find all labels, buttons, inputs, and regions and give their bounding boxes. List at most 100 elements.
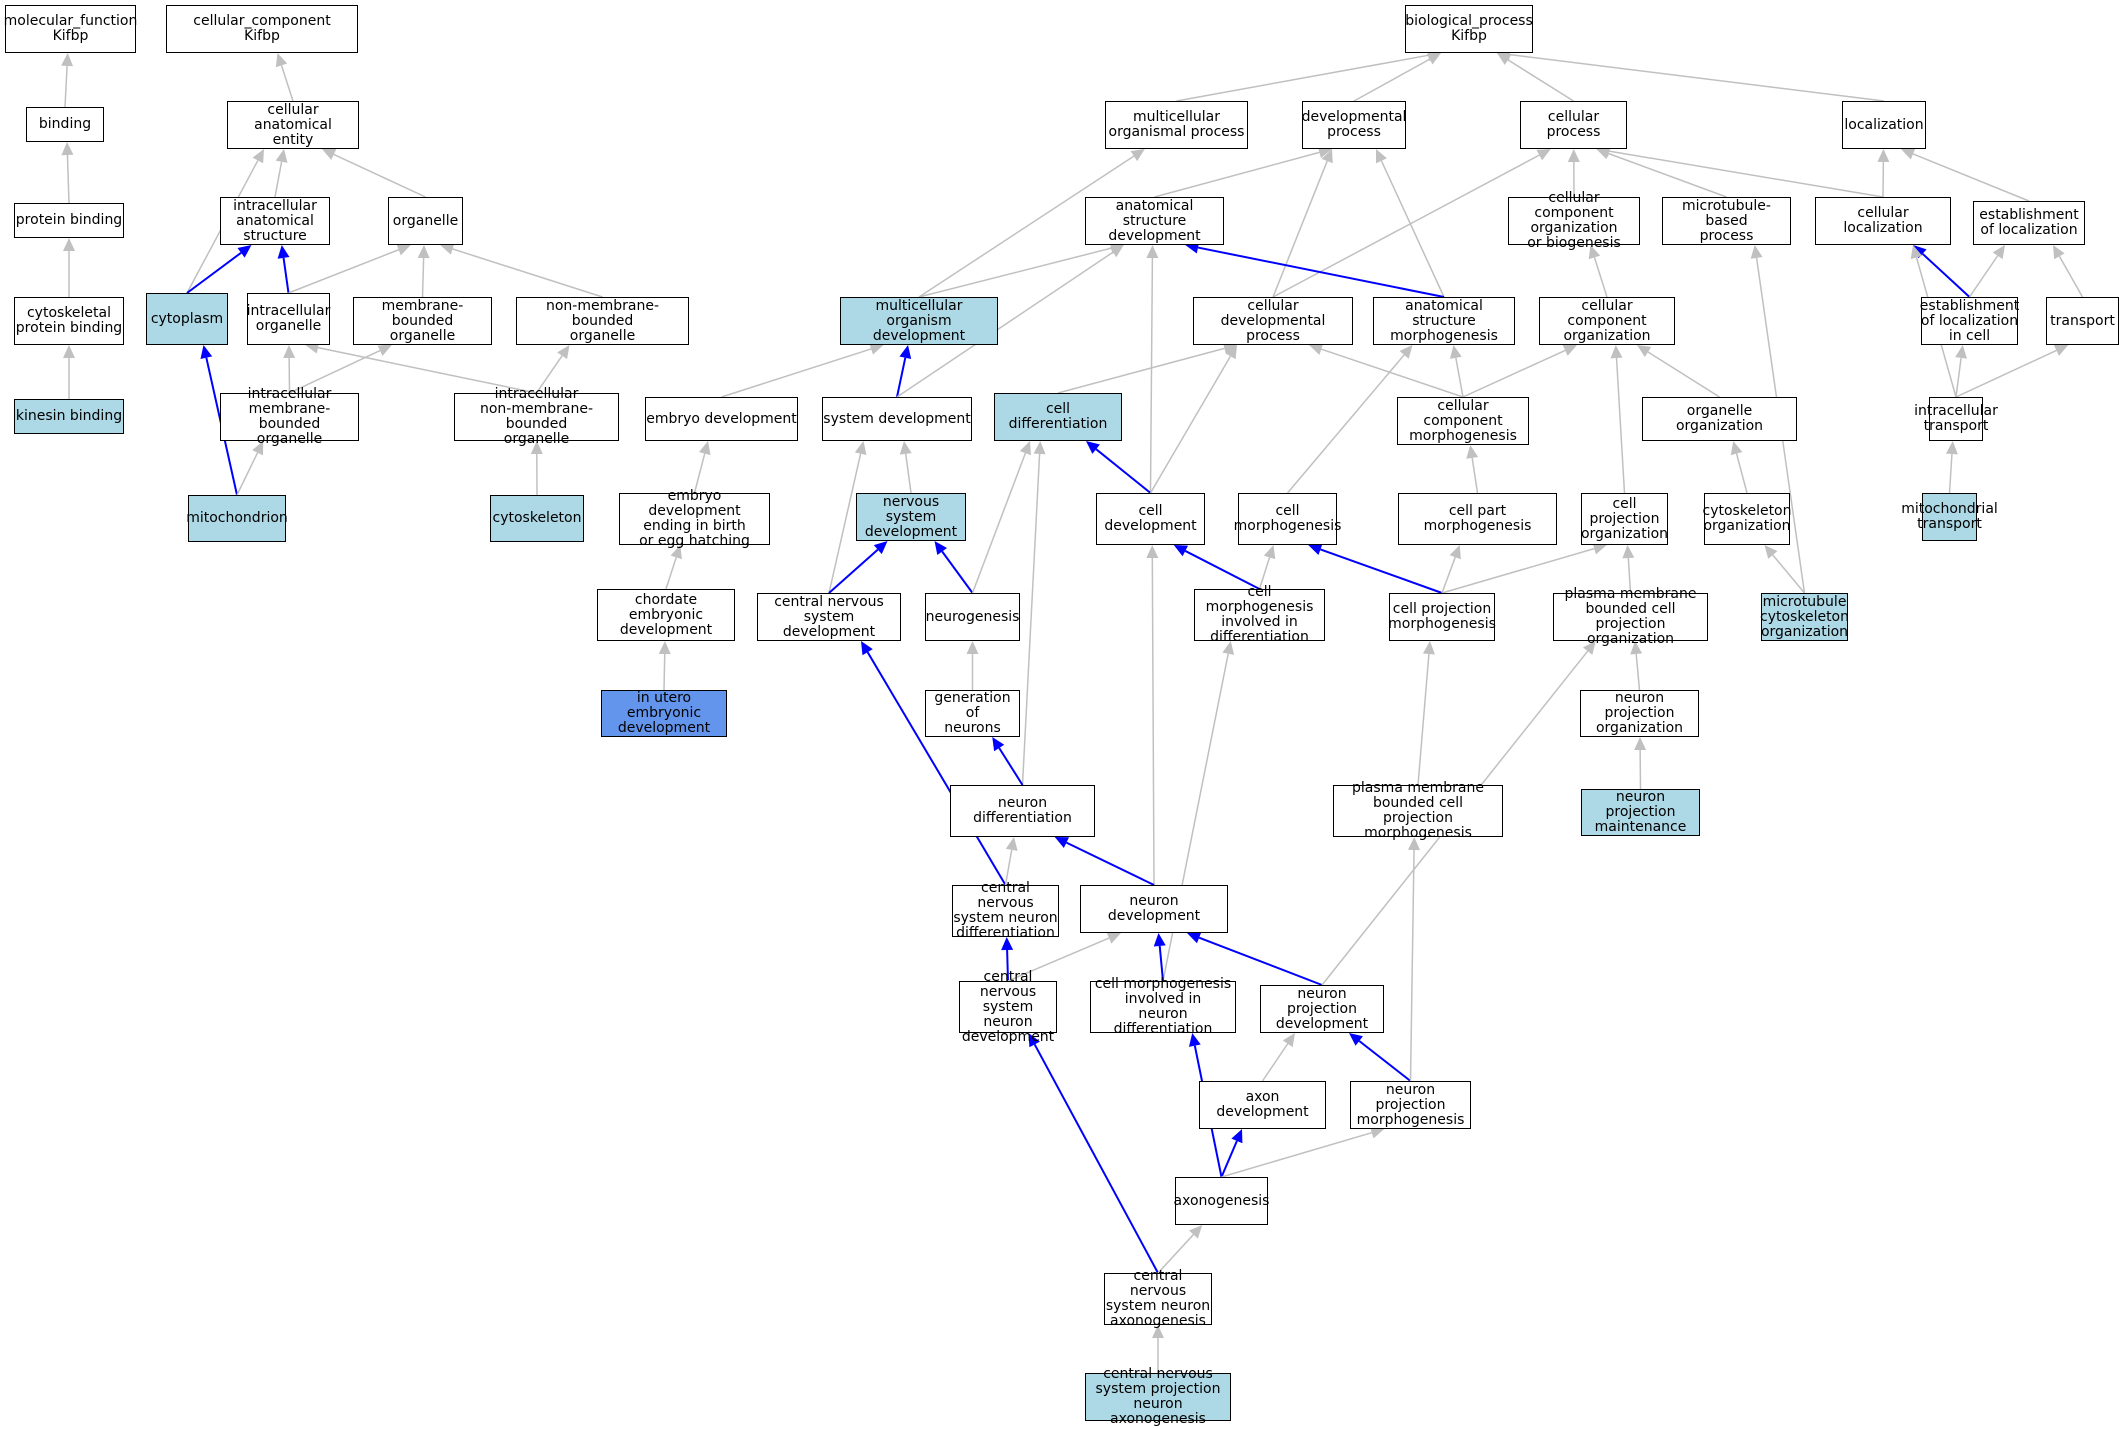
go-term-kinesin-binding[interactable]: kinesin binding <box>14 399 124 434</box>
edge-establish-loc-cell-to-establish-loc <box>1968 245 2005 298</box>
go-term-cell-diff[interactable]: cell differentiation <box>994 393 1122 441</box>
go-term-neuron-proj-org[interactable]: neuron projection organization <box>1580 690 1699 737</box>
go-term-mt-cytoskeleton-org[interactable]: microtubule cytoskeleton organization <box>1760 593 1849 641</box>
edge-neuron-proj-morph-to-neuron-proj-dev <box>1349 1033 1412 1082</box>
edge-intracell-organelle-to-intracell-anat <box>277 245 290 294</box>
go-term-cc-morph[interactable]: cellular component morphogenesis <box>1397 397 1529 445</box>
edge-cytoskeleton-to-intracell-non-membrane <box>530 441 543 496</box>
go-term-cell-morph[interactable]: cell morphogenesis <box>1234 493 1341 545</box>
go-term-intracell-anat[interactable]: intracellular anatomical structure <box>220 197 330 245</box>
go-term-ccob[interactable]: cellular component organization or bioge… <box>1508 191 1640 251</box>
go-term-cytoskeletal-protein-binding[interactable]: cytoskeletal protein binding <box>14 297 124 345</box>
go-term-neuron-dev[interactable]: neuron development <box>1080 885 1228 933</box>
go-term-in-utero[interactable]: in utero embryonic development <box>601 690 727 737</box>
edge-neuron-dev-to-neuron-diff <box>1054 837 1155 886</box>
go-term-cell-proj-morph[interactable]: cell projection morphogenesis <box>1388 593 1496 641</box>
edge-system-dev-to-multicell-org-dev <box>896 345 912 398</box>
go-term-pm-cell-proj-org[interactable]: plasma membrane bounded cell projection … <box>1553 587 1708 647</box>
edge-cell-dev-to-anat-struct-dev <box>1146 245 1159 494</box>
go-term-cell-anat-entity[interactable]: cellular anatomical entity <box>227 101 359 149</box>
go-term-membrane-bounded[interactable]: membrane-bounded organelle <box>353 297 492 345</box>
go-term-cns-proj-neuron-axonogenesis[interactable]: central nervous system projection neuron… <box>1085 1367 1231 1427</box>
edge-cytoplasm-to-intracell-anat <box>186 245 252 294</box>
go-term-mf[interactable]: molecular_function Kifbp <box>4 5 137 53</box>
go-term-axon-dev[interactable]: axon development <box>1199 1081 1326 1129</box>
go-term-protein-binding[interactable]: protein binding <box>14 203 124 238</box>
go-term-mt-based-process[interactable]: microtubule-based process <box>1662 197 1791 245</box>
go-term-establish-loc-cell[interactable]: establishment of localization in cell <box>1919 297 2020 345</box>
go-term-anat-struct-morph[interactable]: anatomical structure morphogenesis <box>1373 297 1515 345</box>
edge-intracell-membrane-bounded-to-intracell-organelle <box>283 345 296 394</box>
go-term-neurogenesis[interactable]: neurogenesis <box>925 593 1020 641</box>
go-term-establish-loc[interactable]: establishment of localization <box>1973 201 2085 245</box>
go-term-neuron-proj-morph[interactable]: neuron projection morphogenesis <box>1350 1081 1471 1129</box>
go-term-cell-dev[interactable]: cell development <box>1096 493 1205 545</box>
go-term-cell-part-morph[interactable]: cell part morphogenesis <box>1398 493 1557 545</box>
go-term-intracell-membrane-bounded[interactable]: intracellular membrane-bounded organelle <box>220 387 359 447</box>
go-term-transport[interactable]: transport <box>2046 297 2119 345</box>
go-term-system-dev[interactable]: system development <box>822 397 972 441</box>
go-term-cns-neuron-axonogenesis[interactable]: central nervous system neuron axonogenes… <box>1104 1268 1212 1329</box>
edge-intracell-non-membrane-to-non-membrane-bounded <box>535 345 570 394</box>
go-term-cc-org[interactable]: cellular component organization <box>1539 297 1675 345</box>
go-term-non-membrane-bounded[interactable]: non-membrane-bounded organelle <box>516 297 689 345</box>
edge-cc-morph-to-cell-dev-process <box>1309 343 1464 398</box>
edge-cns-neuron-dev-to-cns-neuron-diff <box>1001 937 1014 982</box>
edge-cns-proj-neuron-axonogenesis-to-cns-neuron-axonogenesis <box>1152 1325 1164 1373</box>
go-term-bp[interactable]: biological_process Kifbp <box>1405 5 1533 53</box>
go-term-mitochondrion[interactable]: mitochondrion <box>186 495 288 542</box>
go-term-cell-dev-process[interactable]: cellular developmental process <box>1193 297 1353 345</box>
edge-binding-to-mf <box>61 53 74 108</box>
edge-cytoskeleton-org-to-organelle-org <box>1730 441 1748 494</box>
go-term-anat-struct-dev[interactable]: anatomical structure development <box>1085 197 1224 245</box>
go-term-cell-proj-org[interactable]: cell projection organization <box>1581 493 1668 545</box>
go-term-neuron-proj-maint[interactable]: neuron projection maintenance <box>1581 789 1700 836</box>
go-term-multicell-org-dev[interactable]: multicellular organism development <box>840 297 998 345</box>
edge-cell-proj-org-to-cc-org <box>1610 345 1626 494</box>
go-term-cell-morph-neuron-diff[interactable]: cell morphogenesis involved in neuron di… <box>1090 977 1236 1037</box>
go-term-ns-dev[interactable]: nervous system development <box>856 493 966 541</box>
edge-cc-morph-to-anat-struct-morph <box>1449 345 1464 398</box>
go-term-intracell-transport[interactable]: intracellular transport <box>1914 397 1998 441</box>
edge-transport-to-establish-loc <box>2053 245 2084 298</box>
go-term-cell-morph-diff[interactable]: cell morphogenesis involved in different… <box>1194 585 1325 645</box>
go-term-dev-process[interactable]: developmental process <box>1302 101 1406 149</box>
go-term-chordate-embryonic[interactable]: chordate embryonic development <box>597 589 735 641</box>
go-term-binding[interactable]: binding <box>26 107 104 142</box>
edge-establish-loc-to-localization <box>1901 148 2030 202</box>
edge-cns-neuron-dev-to-neuron-dev <box>1007 932 1121 982</box>
edge-cell-dev-process-to-cellular-process <box>1272 149 1551 298</box>
edge-mitochondrion-to-intracell-membrane-bounded <box>236 441 264 496</box>
go-term-axonogenesis[interactable]: axonogenesis <box>1174 1177 1269 1225</box>
go-term-pm-cell-proj-morph[interactable]: plasma membrane bounded cell projection … <box>1333 781 1503 841</box>
go-term-neuron-diff[interactable]: neuron differentiation <box>950 785 1095 837</box>
edge-mt-based-process-to-cellular-process <box>1596 147 1727 198</box>
go-term-intracell-organelle[interactable]: intracellular organelle <box>247 293 330 345</box>
go-term-gen-neurons[interactable]: generation of neurons <box>925 690 1020 737</box>
go-term-organelle-org[interactable]: organelle organization <box>1642 397 1797 441</box>
edge-ccob-to-cellular-process <box>1567 149 1580 198</box>
go-term-intracell-non-membrane[interactable]: intracellular non-membrane-bounded organ… <box>454 387 619 447</box>
edge-organelle-org-to-cc-org <box>1637 345 1720 398</box>
go-term-cell-localization[interactable]: cellular localization <box>1815 197 1951 245</box>
go-term-cytoplasm[interactable]: cytoplasm <box>146 293 228 345</box>
go-term-neuron-proj-dev[interactable]: neuron projection development <box>1260 985 1384 1033</box>
edge-intracell-transport-to-transport <box>1955 345 2069 398</box>
go-term-cytoskeleton-org[interactable]: cytoskeleton organization <box>1703 493 1792 545</box>
go-term-mito-transport[interactable]: mitochondrial transport <box>1901 493 1998 541</box>
edge-neurogenesis-to-ns-dev <box>934 541 974 594</box>
go-term-embryo-dev[interactable]: embryo development <box>645 397 798 441</box>
edge-neurogenesis-to-cell-diff <box>971 441 1032 594</box>
go-term-cns-dev[interactable]: central nervous system development <box>757 593 901 641</box>
go-term-localization[interactable]: localization <box>1842 101 1926 149</box>
edge-non-membrane-bounded-to-organelle <box>440 243 603 298</box>
go-term-cc[interactable]: cellular_component Kifbp <box>166 5 358 53</box>
edge-system-dev-to-anat-struct-dev <box>896 245 1124 398</box>
go-term-multicell-org-process[interactable]: multicellular organismal process <box>1105 101 1248 149</box>
go-term-cns-neuron-diff[interactable]: central nervous system neuron differenti… <box>952 880 1059 941</box>
go-term-embryo-dev-birth[interactable]: embryo development ending in birth or eg… <box>619 489 770 549</box>
go-term-cns-neuron-dev[interactable]: central nervous system neuron developmen… <box>959 969 1057 1044</box>
go-term-cytoskeleton[interactable]: cytoskeleton <box>490 495 584 542</box>
go-term-cellular-process[interactable]: cellular process <box>1520 101 1627 149</box>
go-term-organelle[interactable]: organelle <box>388 197 463 245</box>
